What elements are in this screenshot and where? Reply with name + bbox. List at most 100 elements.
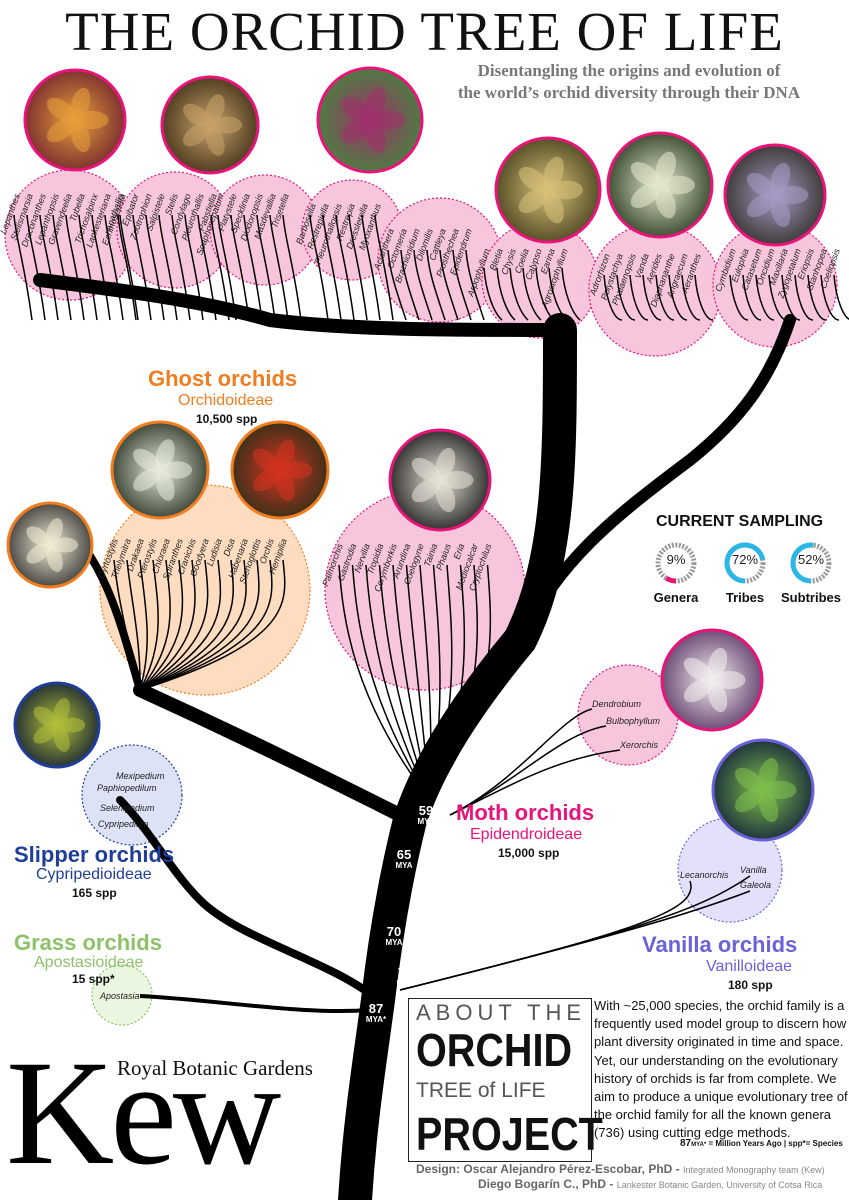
ring-fill-2 [790,542,832,584]
petal-2-2 [340,118,370,144]
petal-2-0 [371,110,405,130]
orchid-photo-icon-0 [23,68,127,172]
twig-ghost-9 [139,559,234,691]
petal-5-0 [776,186,809,204]
twig-top4-1 [322,214,342,321]
twig-top8-6 [807,274,827,321]
twig-top3-2 [243,214,263,321]
moth-orchids-species: 15,000 spp [498,846,560,860]
petal-6-2 [26,543,50,564]
genus-slipper-2: Selenipedium [100,803,155,813]
petal-10-1 [707,681,728,713]
petal-10-3 [683,657,712,682]
orchid-photo-icon-3 [494,136,602,244]
photo-disc-7 [110,420,210,520]
twig-moth-mid-3 [378,564,431,801]
about-line-4: PROJECT [416,1108,603,1160]
orchid-photo-icon-5 [723,143,827,247]
twig-top2-7 [210,214,230,321]
twig-top1-8 [117,214,137,321]
twig-moth-mid-8 [429,564,453,801]
twig-top2-3 [158,214,178,321]
twig-moth-right-2 [449,749,621,816]
twig-top2-2 [145,214,165,321]
petal-8-0 [281,461,313,479]
ring-pct-subtribes: 52% [797,552,825,567]
kew-logo: Kew [6,1030,281,1196]
genus-moth_right-2: Xerorchis [619,740,659,750]
petal-11-2 [734,788,763,813]
petal-7-4 [155,439,175,469]
petal-1-3 [182,103,210,127]
petal-10-2 [683,678,712,703]
twig-top7-0 [603,274,623,321]
petal-3-1 [543,191,564,224]
twig-top6-5 [548,267,568,321]
petal-5-1 [770,196,791,228]
ring-label-genera: Genera [653,590,699,605]
legend-num: 87 [680,1138,692,1149]
tree-main-branch-5 [33,273,567,337]
orchid-photo-icon-7 [110,420,210,520]
twig-top8-5 [794,274,814,321]
twig-top5-3 [426,249,446,321]
vanilla-orchids-species: 180 spp [728,978,773,992]
twig-top1-6 [91,214,111,321]
petal-9-0 [441,471,474,489]
orchid-photo-icon-6 [6,501,94,589]
petal-9-4 [435,447,456,479]
twig-moth-mid-9 [429,564,466,801]
about-line-2: ORCHID [416,1024,573,1076]
ring-pct-tribes: 72% [731,552,759,567]
twig-top8-2 [755,274,775,321]
tree-main-branch-0 [338,313,577,1200]
petal-11-1 [758,791,779,823]
about-line-1: ABOUT THE [416,1000,587,1025]
photo-disc-0 [23,68,127,172]
orchid-photo-icon-12 [13,681,101,769]
genus-grass-0: Apostasia [99,991,140,1001]
petal-0-1 [70,121,91,153]
twig-top5-0 [387,249,407,321]
photo-disc-6 [6,501,94,589]
twig-top4-0 [309,214,329,321]
twig-vanilla-2 [399,890,751,991]
petal-11-3 [734,767,763,792]
grass-orchids-species: 15 spp* [72,972,115,986]
twig-top8-0 [729,274,749,321]
genus-moth_right-0: Dendrobium [592,699,642,709]
petal-3-0 [549,180,583,200]
tree-main-branch-4 [116,796,382,1004]
twig-top1-5 [78,214,98,321]
petal-3-4 [543,156,564,189]
ghost-orchids-species: 10,500 spp [196,412,258,426]
twig-top5-4 [439,249,459,321]
photo-disc-3 [494,136,602,244]
twig-top1-7 [104,214,124,321]
twig-top8-1 [742,274,762,321]
petal-6-3 [26,526,50,547]
genus-vanilla-2: Galeola [740,880,771,890]
twig-top3-4 [269,214,289,321]
petal-7-1 [155,471,175,501]
twig-top2-6 [197,214,217,321]
twig-top4-3 [348,214,368,321]
orchid-photo-icon-2 [316,66,424,174]
petal-6-0 [51,537,79,553]
twig-top5-6 [465,249,485,321]
twig-ghost-3 [139,559,159,691]
clade-bubble-slipper [81,744,183,846]
twig-top2-1 [132,214,152,321]
about-box [408,998,592,1162]
twig-ghost-6 [139,559,196,691]
twig-moth-mid-6 [419,564,432,801]
twig-top7-1 [616,274,636,321]
twig-top1-0 [13,214,33,321]
grass-orchids-scientific: Apostasioideae [34,954,144,971]
twig-top6-2 [509,267,529,321]
orchid-photo-icon-8 [230,420,330,520]
twig-top5-5 [452,249,472,321]
twig-top8-8 [833,274,849,320]
